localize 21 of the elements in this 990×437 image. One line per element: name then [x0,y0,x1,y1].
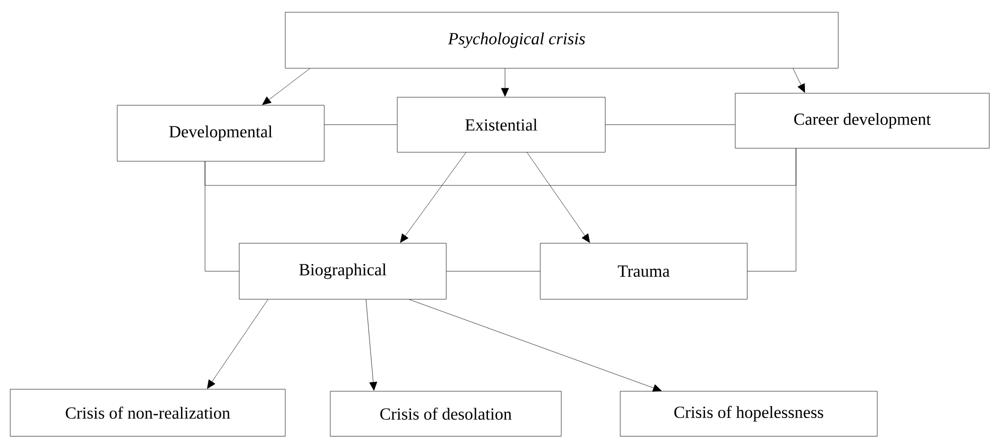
connector-line [204,148,796,186]
arrow [207,299,268,389]
process-box: Crisis of desolation [330,391,562,436]
arrow [792,68,805,93]
process-box: Developmental [117,105,324,162]
arrow [501,68,509,97]
process-box: Psychological crisis [285,12,838,68]
process-box: Biographical [239,243,446,300]
process-box: Crisis of hopelessness [620,391,878,436]
process-box: Career development [735,93,990,148]
arrow [400,152,466,243]
arrow [366,299,378,391]
arrow [262,68,310,105]
process-box: Trauma [540,243,748,300]
process-box: Crisis of non-realization [10,389,286,436]
arrow [408,299,662,392]
process-box: Existential [397,97,606,152]
connector-line [324,124,398,125]
arrow [526,152,590,243]
connector-line [605,124,736,125]
connector-line [446,271,540,272]
